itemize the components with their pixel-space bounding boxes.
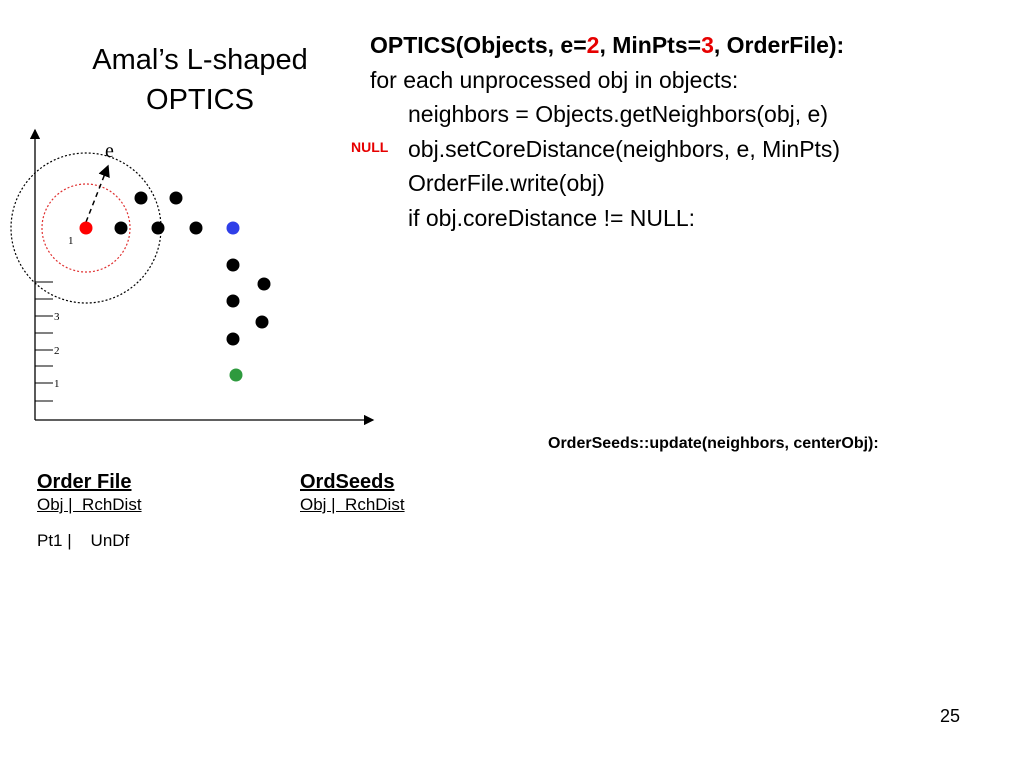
data-point bbox=[169, 191, 183, 205]
code-line-loop: for each unprocessed obj in objects: bbox=[370, 66, 739, 93]
ord-seeds-header: Obj | RchDist bbox=[300, 495, 405, 514]
minpts-value: 3 bbox=[701, 32, 714, 58]
data-point bbox=[114, 221, 128, 235]
l-shaped-point-diagram: 3 2 1 e 1 bbox=[10, 128, 375, 426]
code-line-core-distance: obj.setCoreDistance(neighbors, e, MinPts… bbox=[408, 135, 841, 162]
data-point bbox=[255, 315, 269, 329]
code-line-neighbors: neighbors = Objects.getNeighbors(obj, e) bbox=[408, 101, 828, 127]
slide-title-line-2: OPTICS bbox=[146, 84, 254, 116]
blue-point bbox=[226, 221, 240, 235]
signature-suffix: , OrderFile): bbox=[713, 32, 845, 58]
data-point bbox=[134, 191, 148, 205]
current-point bbox=[79, 221, 93, 235]
data-point bbox=[226, 294, 240, 308]
order-file-table: Order File Obj | RchDist Pt1 | UnDf bbox=[37, 470, 142, 552]
current-point-label: 1 bbox=[68, 235, 74, 247]
page-number: 25 bbox=[940, 706, 961, 726]
data-point bbox=[226, 332, 240, 346]
tick-label-3: 3 bbox=[54, 311, 60, 323]
order-file-row: Pt1 | UnDf bbox=[37, 531, 130, 550]
order-file-title: Order File bbox=[37, 471, 132, 493]
signature-mid: , MinPts= bbox=[599, 32, 702, 58]
green-point bbox=[229, 368, 243, 382]
core-distance-circle bbox=[41, 183, 131, 273]
ord-seeds-table: OrdSeeds Obj | RchDist bbox=[300, 470, 405, 516]
null-annotation: NULL bbox=[351, 139, 389, 155]
data-point bbox=[151, 221, 165, 235]
function-signature: OPTICS(Objects, e=2, MinPts=3, OrderFile… bbox=[370, 28, 1010, 63]
order-seeds-update-signature: OrderSeeds::update(neighbors, centerObj)… bbox=[548, 435, 879, 452]
order-file-header: Obj | RchDist bbox=[37, 495, 142, 514]
data-point bbox=[226, 258, 240, 272]
tick-label-2: 2 bbox=[54, 345, 60, 357]
optics-pseudocode: OPTICS(Objects, e=2, MinPts=3, OrderFile… bbox=[370, 28, 1010, 235]
slide-title: Amal’s L-shaped OPTICS bbox=[40, 40, 360, 120]
y-axis-ticks bbox=[35, 281, 53, 402]
data-points bbox=[79, 191, 271, 382]
code-line-write: OrderFile.write(obj) bbox=[408, 170, 605, 196]
ord-seeds-title: OrdSeeds bbox=[300, 471, 395, 493]
code-line-if: if obj.coreDistance != NULL: bbox=[408, 204, 695, 231]
epsilon-label: e bbox=[105, 140, 114, 162]
data-point bbox=[189, 221, 203, 235]
epsilon-value: 2 bbox=[586, 32, 600, 58]
slide-title-line-1: Amal’s L-shaped bbox=[92, 44, 308, 76]
tick-label-1: 1 bbox=[54, 378, 60, 390]
signature-prefix: OPTICS(Objects, e= bbox=[370, 32, 587, 58]
epsilon-radius-arrow bbox=[85, 164, 110, 223]
data-point bbox=[257, 277, 271, 291]
